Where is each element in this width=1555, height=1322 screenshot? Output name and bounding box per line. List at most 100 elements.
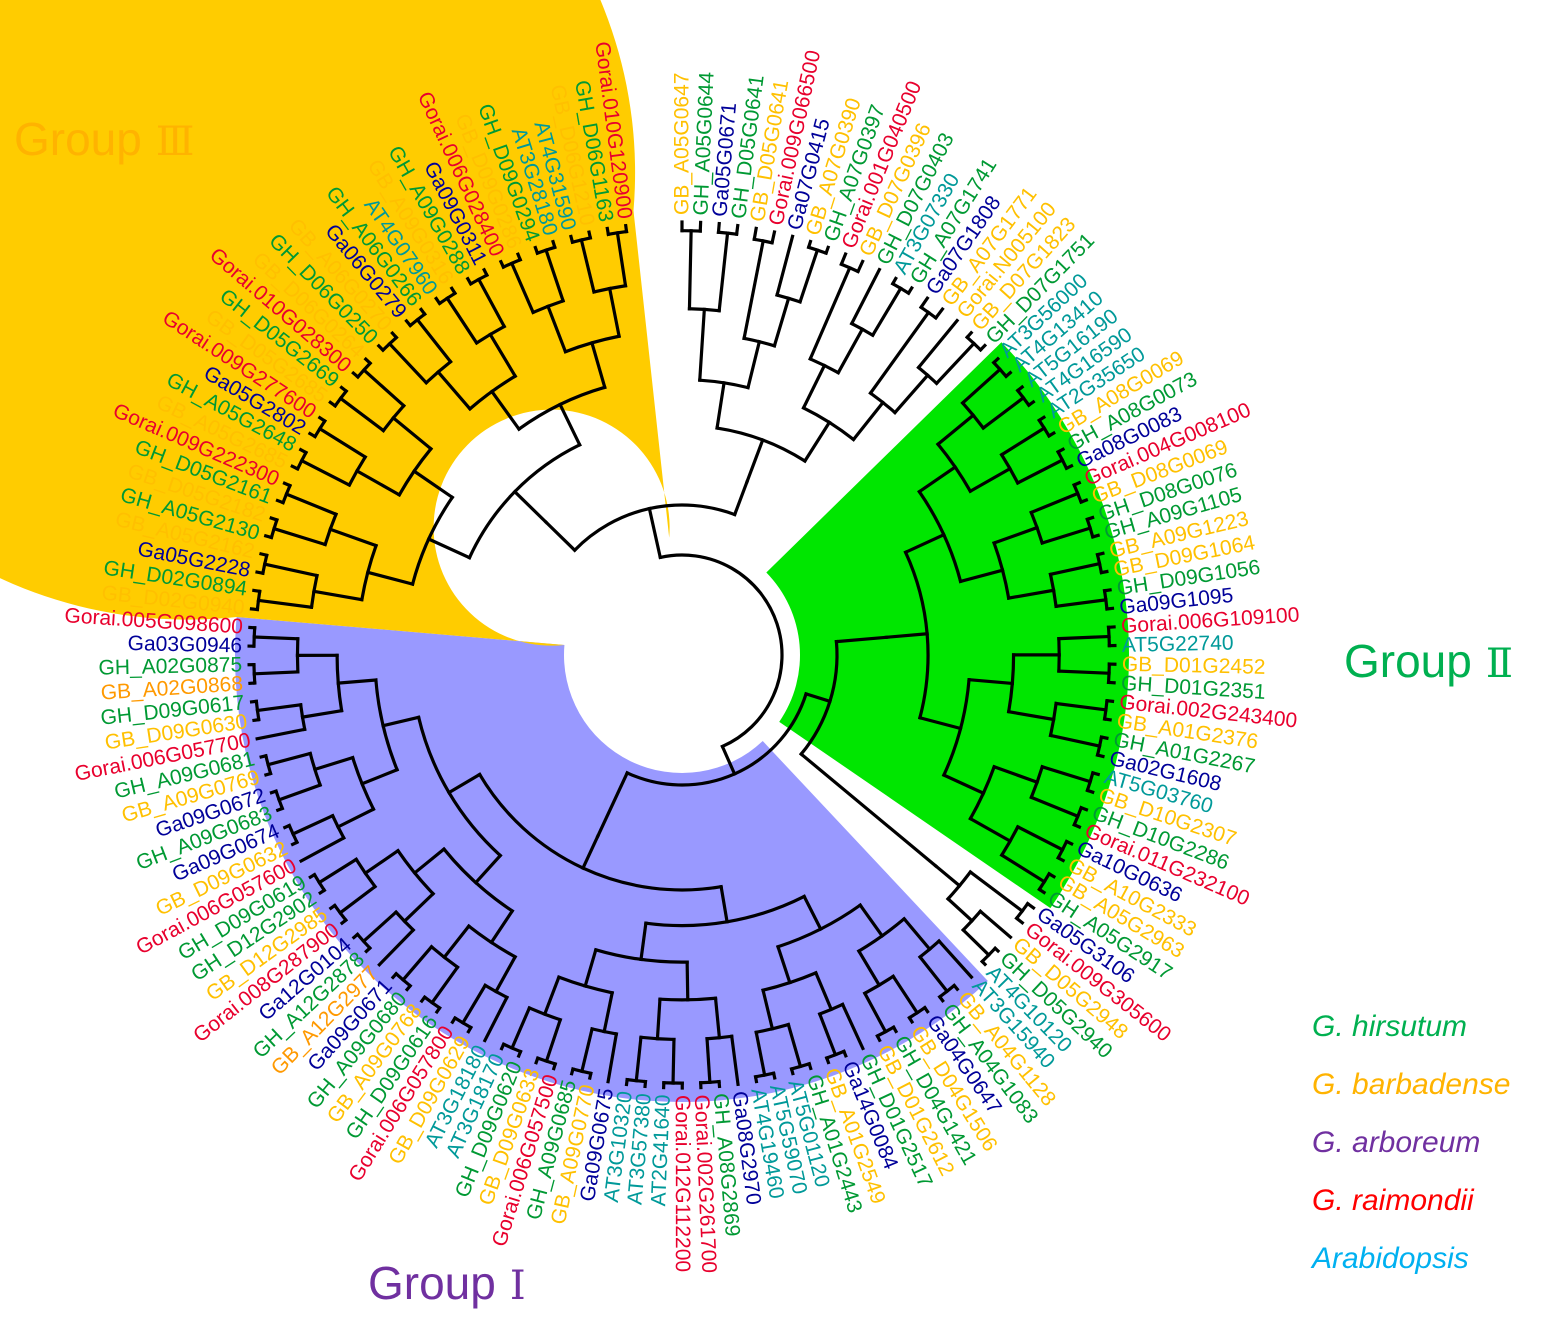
branch-edge [354,468,402,498]
branch-edge [298,835,346,864]
branch-edge [813,970,834,1012]
branch-edge [917,715,963,731]
branch-edge [817,1011,838,1057]
leaf-label: AT2G41640 [647,1094,675,1207]
branch-edge [429,965,460,1005]
branch-edge [488,332,518,379]
branch-edge [655,997,662,1041]
branch-edge [338,396,386,433]
branch-edge [934,341,977,386]
branch-edge [744,437,765,484]
branch-edge [933,306,945,321]
branch-edge [1054,598,1108,609]
branch-edge [687,229,693,311]
branch-edge [361,909,399,944]
leaf-label: GB_A05G0647 [671,73,694,215]
branch-edge [387,341,429,386]
branch-edge [255,727,307,741]
branch-edge [968,869,1025,914]
branch-edge [476,277,507,329]
branch-edge [917,464,958,494]
branch-edge [460,983,488,1026]
branch-edge [589,340,607,390]
branch-edge [754,1030,767,1077]
branch-edge [299,458,352,488]
branch-edge [839,251,848,267]
branch-edge [1057,634,1111,641]
branch-edge [300,708,344,719]
branch-edge [317,426,368,460]
branch-edge [312,589,364,602]
branch-edge [917,954,950,994]
leaf-label: AT5G22740 [1122,631,1234,656]
branch-edge [1048,733,1102,749]
branch-edge [715,381,726,430]
leaf-label: GH_A02G0875 [98,653,242,679]
branch-edge [1015,824,1065,852]
branch-edge [936,938,974,980]
branch-edge [1048,561,1102,577]
branch-edge [290,813,335,837]
branch-edge [415,317,453,365]
branch-edge [685,960,690,1002]
leaf-label: Gorai.012G112200 [671,1095,694,1272]
branch-edge [945,896,975,924]
branch-edge [412,846,447,876]
branch-edge [363,848,401,876]
branch-edge [1006,709,1056,722]
branch-edge [968,466,1013,494]
branch-edge [855,259,865,274]
branch-edge [426,536,472,560]
group-ii-sector [766,342,1129,909]
branch-edge [868,310,931,396]
branch-edge [960,927,992,958]
branch-edge [1029,795,1080,819]
branch-edge [849,267,882,326]
branch-edge [266,751,313,767]
branch-edge [639,921,648,962]
branch-edge [277,783,323,802]
branch-edge [543,519,577,553]
branch-edge [742,239,766,341]
branch-edge [579,238,596,294]
branch-edge [262,562,319,578]
branch-edge [892,373,930,415]
branch-edge [958,568,1005,584]
branch-edge [802,894,823,932]
leaf-label: Ga03G0946 [127,632,242,657]
legend-g-barbadense: G. barbadense [1312,1068,1511,1101]
branch-edge [705,1037,712,1084]
branch-edge [978,909,1013,940]
branch-edge [402,891,436,924]
branch-edge [840,1002,865,1051]
legend-g-raimondii: G. raimondii [1312,1184,1474,1217]
branch-edge [544,1017,563,1064]
branch-edge [720,744,737,777]
branch-edge [858,902,885,939]
branch-edge [365,570,415,587]
species-legend: G. hirsutum G. barbadense G. arboreum G.… [1312,1012,1510,1302]
branch-edge [1029,491,1080,515]
branch-edge [328,527,379,548]
branch-edge [595,770,630,839]
branch-edge [252,670,300,676]
branch-edge [698,307,707,382]
group-iii-sector [0,0,670,646]
branch-edge [317,857,359,885]
branch-edge [746,339,762,390]
branch-edge [801,363,827,411]
branch-edge [381,715,421,728]
branch-edge [509,1005,532,1051]
branch-edge [916,318,960,370]
branch-edge [391,415,434,452]
branch-edge [851,400,886,442]
legend-g-arboreum: G. arboreum [1312,1126,1481,1159]
branch-edge [442,923,472,960]
branch-edge [775,944,792,985]
branch-edge [411,468,455,500]
branch-edge [856,948,882,988]
branch-edge [834,635,888,644]
branch-edge [967,677,1015,686]
